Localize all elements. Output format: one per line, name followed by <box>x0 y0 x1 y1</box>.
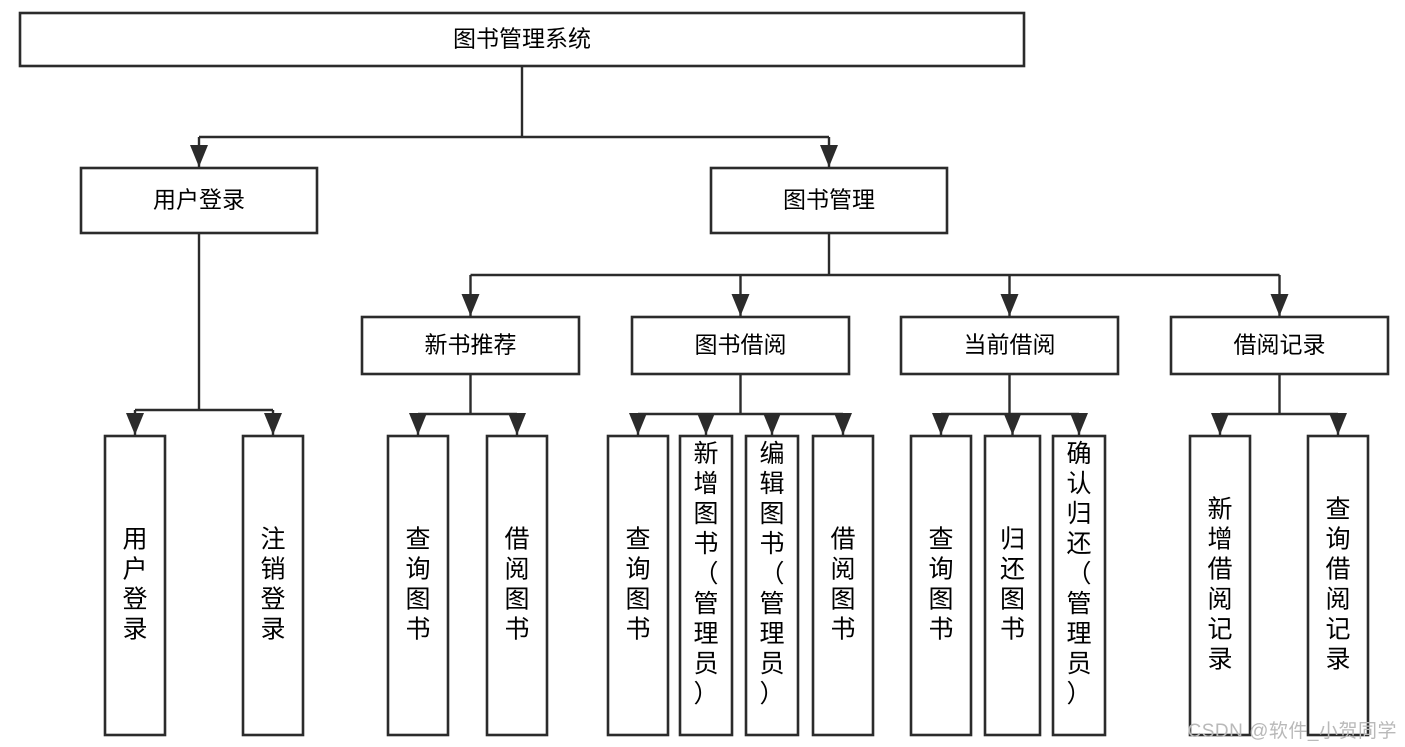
node-label: 借阅图书 <box>504 526 529 644</box>
arrow-head-icon <box>126 413 144 435</box>
node-box[interactable] <box>678 434 734 737</box>
node-box[interactable] <box>1188 434 1252 737</box>
node-leaf-leaf-query-book-3[interactable]: 查询图书 <box>909 434 973 737</box>
node-box[interactable] <box>1051 434 1107 737</box>
arrow-head-icon <box>629 413 647 435</box>
node-box[interactable] <box>485 434 549 737</box>
node-leaf-leaf-add-borrow-record[interactable]: 新增借阅记录 <box>1188 434 1252 737</box>
node-level2-user-login[interactable]: 用户登录 <box>79 166 319 235</box>
arrow-head-icon <box>1211 413 1229 435</box>
node-label: 确认归还（管理员） <box>1066 440 1091 708</box>
arrow-head-icon <box>1003 413 1022 435</box>
node-level2-book-manage[interactable]: 图书管理 <box>709 166 949 235</box>
node-label: 编辑图书（管理员） <box>759 440 784 708</box>
node-leaf-leaf-query-book-1[interactable]: 查询图书 <box>386 434 450 737</box>
arrow-head-icon <box>190 145 208 167</box>
node-leaf-leaf-query-book-2[interactable]: 查询图书 <box>606 434 670 737</box>
node-label: 图书管理系统 <box>453 26 591 52</box>
node-box[interactable] <box>909 434 973 737</box>
node-box[interactable] <box>811 434 875 737</box>
node-box[interactable] <box>386 434 450 737</box>
node-label: 查询图书 <box>928 526 953 644</box>
node-root-root[interactable]: 图书管理系统 <box>18 11 1026 68</box>
connector-layer <box>126 66 1347 435</box>
node-box[interactable] <box>1306 434 1370 737</box>
node-label: 用户登录 <box>122 526 147 644</box>
node-label: 图书借阅 <box>695 332 787 358</box>
node-label: 查询借阅记录 <box>1325 496 1350 674</box>
node-label: 当前借阅 <box>964 332 1056 358</box>
node-leaf-leaf-return-book[interactable]: 归还图书 <box>983 434 1042 737</box>
node-label: 查询图书 <box>405 526 430 644</box>
arrow-head-icon <box>461 294 480 316</box>
node-box[interactable] <box>709 166 949 235</box>
node-box[interactable] <box>360 315 581 376</box>
node-box[interactable] <box>606 434 670 737</box>
node-leaf-leaf-user-login[interactable]: 用户登录 <box>103 434 167 737</box>
arrow-head-icon <box>763 413 781 435</box>
node-label: 图书管理 <box>783 187 875 213</box>
node-leaf-leaf-confirm-return-admin[interactable]: 确认归还（管理员） <box>1051 434 1107 737</box>
node-label: 注销登录 <box>260 526 285 644</box>
node-box[interactable] <box>1169 315 1390 376</box>
node-box[interactable] <box>899 315 1120 376</box>
node-layer: 图书管理系统用户登录图书管理新书推荐图书借阅当前借阅借阅记录用户登录注销登录查询… <box>18 11 1390 737</box>
node-label: 新书推荐 <box>425 332 517 358</box>
arrow-head-icon <box>834 413 852 435</box>
node-label: 归还图书 <box>1000 526 1025 644</box>
node-label: 用户登录 <box>153 187 245 213</box>
watermark-label: CSDN @软件_小贺同学 <box>1187 721 1397 742</box>
node-leaf-leaf-borrow-book-2[interactable]: 借阅图书 <box>811 434 875 737</box>
node-leaf-leaf-logout[interactable]: 注销登录 <box>241 434 305 737</box>
node-box[interactable] <box>630 315 851 376</box>
arrow-head-icon <box>820 145 838 167</box>
arrow-head-icon <box>409 413 427 435</box>
node-level3-current-borrow[interactable]: 当前借阅 <box>899 315 1120 376</box>
arrow-head-icon <box>1070 413 1088 435</box>
node-label: 新增借阅记录 <box>1207 496 1232 674</box>
node-label: 借阅图书 <box>830 526 855 644</box>
node-leaf-leaf-query-borrow-record[interactable]: 查询借阅记录 <box>1306 434 1370 737</box>
node-label: 查询图书 <box>625 526 650 644</box>
node-label: 借阅记录 <box>1234 332 1326 358</box>
node-leaf-leaf-borrow-book-1[interactable]: 借阅图书 <box>485 434 549 737</box>
node-leaf-leaf-edit-book-admin[interactable]: 编辑图书（管理员） <box>744 434 800 737</box>
arrow-head-icon <box>932 413 950 435</box>
arrow-head-icon <box>264 413 282 435</box>
node-box[interactable] <box>983 434 1042 737</box>
node-leaf-leaf-add-book-admin[interactable]: 新增图书（管理员） <box>678 434 734 737</box>
node-box[interactable] <box>103 434 167 737</box>
arrow-head-icon <box>1329 413 1347 435</box>
node-box[interactable] <box>18 11 1026 68</box>
arrow-head-icon <box>731 294 750 316</box>
arrow-head-icon <box>697 413 715 435</box>
node-box[interactable] <box>241 434 305 737</box>
node-level3-new-book-rec[interactable]: 新书推荐 <box>360 315 581 376</box>
arrow-head-icon <box>1270 294 1289 316</box>
node-label: 新增图书（管理员） <box>693 440 718 708</box>
arrow-head-icon <box>1000 294 1019 316</box>
node-level3-borrow-record[interactable]: 借阅记录 <box>1169 315 1390 376</box>
node-box[interactable] <box>744 434 800 737</box>
node-level3-book-borrow[interactable]: 图书借阅 <box>630 315 851 376</box>
arrow-head-icon <box>508 413 526 435</box>
node-box[interactable] <box>79 166 319 235</box>
